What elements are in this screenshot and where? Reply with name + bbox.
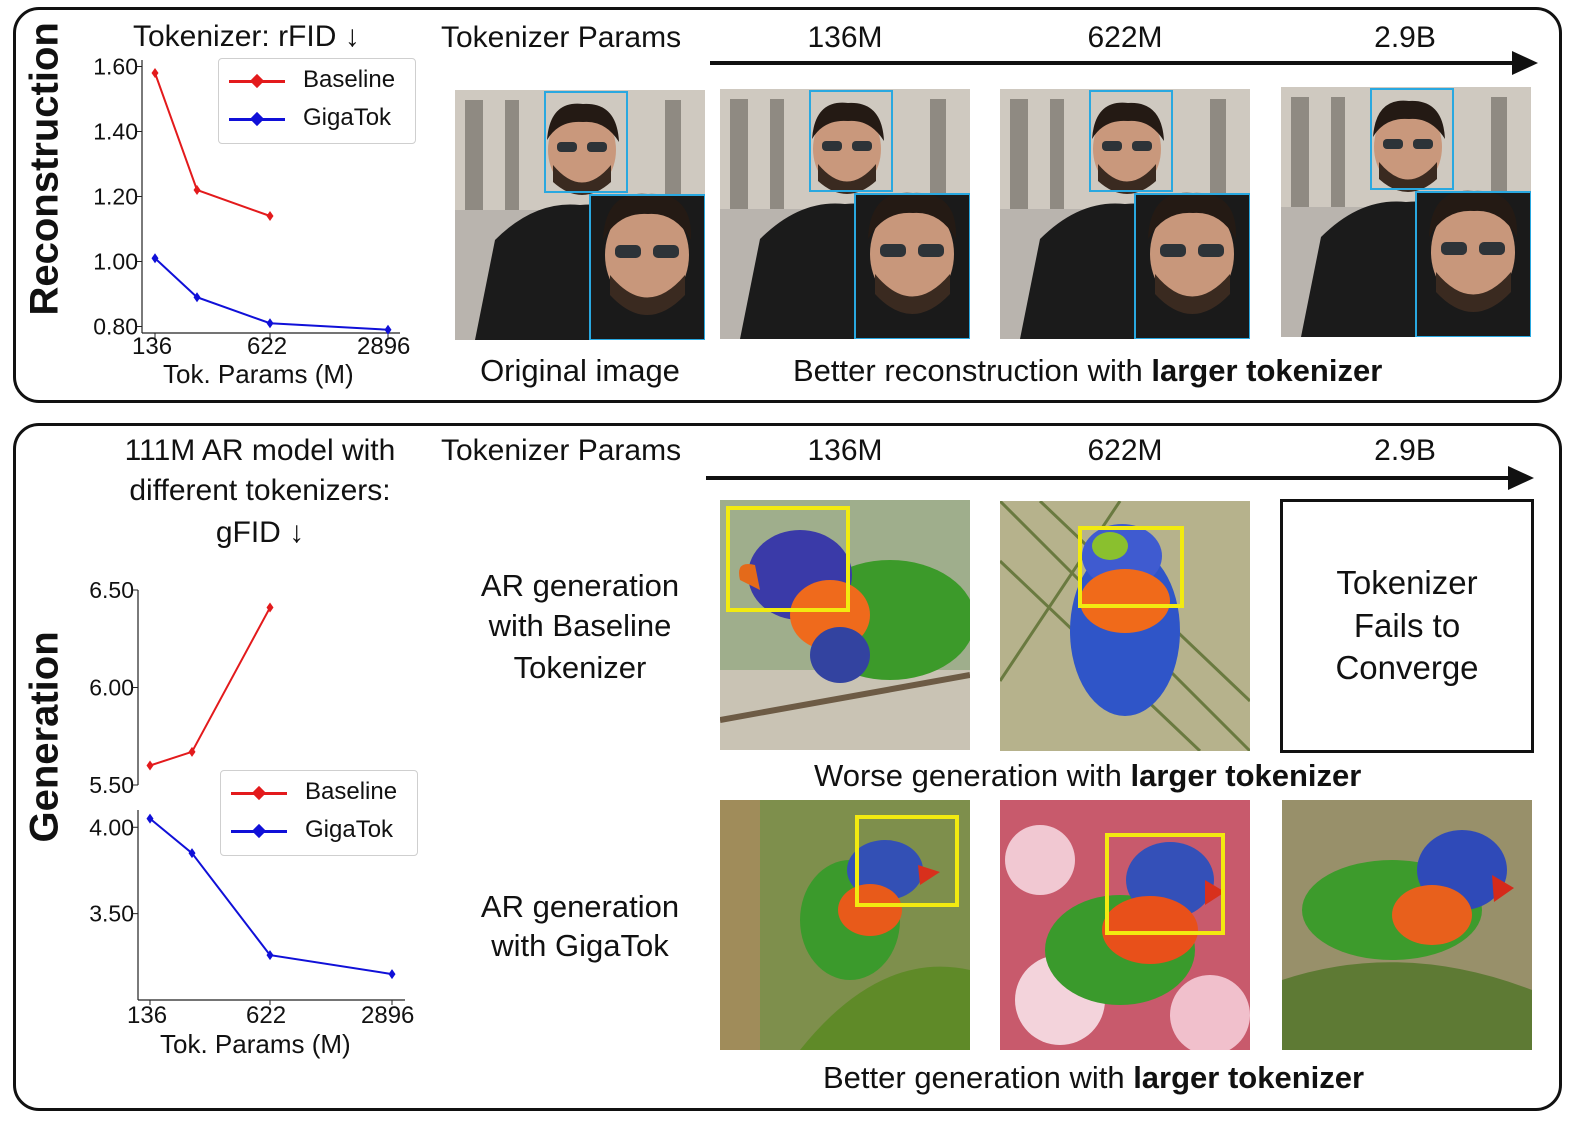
- rfid-point-gigatok: [384, 324, 392, 335]
- gen-scale-arrow: [706, 476, 1510, 480]
- gen-scale-arrow-head: [1508, 466, 1534, 490]
- gen-size-2-9b: 2.9B: [1374, 434, 1436, 467]
- gfid-point-baseline: [266, 602, 274, 613]
- rfid-marks: [151, 68, 392, 335]
- gfid-title-line1: 111M AR model with: [124, 434, 396, 467]
- rfid-ytick-label: 1.60: [93, 55, 138, 80]
- recon-136m-portrait-image: [720, 89, 970, 339]
- gfid-xlabel: Tok. Params (M): [160, 1029, 351, 1059]
- recon-size-2-9b: 2.9B: [1374, 21, 1436, 54]
- gigatok-136m-parrot-image: [720, 800, 970, 1050]
- rfid-point-gigatok: [266, 318, 274, 329]
- legend-baseline: Baseline: [221, 778, 417, 808]
- row2-label-line1: AR generation: [480, 889, 680, 924]
- gen-params-label: Tokenizer Params: [441, 434, 682, 467]
- gfid-xtick-2896: 2896: [361, 1002, 415, 1029]
- gigatok-2-9b-parrot-image: [1282, 800, 1532, 1050]
- rfid-point-gigatok: [193, 292, 201, 303]
- rfid-xtick-136: 136: [132, 333, 173, 360]
- rfid-ytick-label: 1.20: [93, 184, 138, 210]
- row1-label-line1: AR generation: [480, 568, 680, 603]
- gfid-series-baseline: [149, 607, 271, 767]
- recon-caption: Better reconstruction with larger tokeni…: [793, 353, 1383, 388]
- rfid-point-baseline: [193, 185, 201, 195]
- rfid-legend: Baseline GigaTok: [218, 58, 416, 144]
- rfid-point-gigatok: [151, 253, 159, 264]
- gfid-point-gigatok: [188, 848, 196, 859]
- gfid-point-gigatok: [266, 950, 274, 961]
- row1-label-line3: Tokenizer: [513, 650, 647, 685]
- gfid-point-gigatok: [146, 813, 154, 824]
- rfid-series-gigatok: [154, 257, 389, 331]
- gfid-title-line3: gFID ↓: [215, 516, 305, 549]
- rfid-xlabel: Tok. Params (M): [163, 359, 354, 389]
- gfid-series-gigatok: [149, 817, 393, 976]
- recon-size-622m: 622M: [1087, 21, 1163, 54]
- legend-baseline: Baseline: [219, 66, 415, 96]
- original-portrait-image: [455, 90, 705, 340]
- recon-622m-portrait-image: [1000, 89, 1250, 339]
- rfid-axes: 0.80 1.00 1.20 1.40 1.60: [93, 55, 400, 340]
- gfid-point-baseline: [188, 746, 196, 757]
- recon-params-label: Tokenizer Params: [441, 21, 682, 54]
- gigatok-622m-parrot-image: [1000, 800, 1250, 1050]
- gen-size-136m: 136M: [807, 434, 883, 467]
- gfid-title-line2: different tokenizers:: [129, 474, 391, 507]
- gfid-xtick-136: 136: [127, 1002, 168, 1029]
- legend-gigatok: GigaTok: [221, 816, 417, 846]
- legend-gigatok: GigaTok: [219, 104, 415, 134]
- rfid-point-baseline: [266, 211, 274, 221]
- gfid-axes: 5.50 6.00 6.50 3.50 4.00: [89, 577, 405, 1005]
- worse-generation-caption: Worse generation with larger tokenizer: [814, 758, 1362, 793]
- gfid-xtick-622: 622: [246, 1002, 287, 1029]
- rfid-xtick-622: 622: [247, 333, 288, 360]
- gfid-legend: Baseline GigaTok: [220, 770, 418, 856]
- gen-size-622m: 622M: [1087, 434, 1163, 467]
- row2-label-line2: with GigaTok: [491, 928, 669, 963]
- gfid-ytick-label: 4.00: [89, 814, 134, 840]
- rfid-ytick-label: 1.00: [93, 249, 138, 275]
- better-generation-caption: Better generation with larger tokenizer: [823, 1060, 1365, 1095]
- rfid-chart: 0.80 1.00 1.20 1.40 1.60: [93, 55, 400, 340]
- rfid-xtick-2896: 2896: [357, 333, 411, 360]
- original-image-caption: Original image: [480, 353, 680, 388]
- recon-size-136m: 136M: [807, 21, 883, 54]
- gfid-ytick-label: 3.50: [89, 901, 134, 927]
- gfid-ytick-label: 5.50: [89, 772, 134, 798]
- baseline-622m-parrot-image: [1000, 500, 1250, 752]
- recon-2-9b-portrait-image: [1281, 87, 1531, 337]
- baseline-136m-parrot-image: [720, 500, 970, 750]
- tokenizer-fails-box: Tokenizer Fails to Converge: [1280, 499, 1534, 753]
- gfid-ytick-label: 6.50: [89, 577, 134, 603]
- gfid-point-baseline: [146, 760, 154, 771]
- rfid-ytick-label: 1.40: [93, 119, 138, 145]
- recon-scale-arrow-head: [1512, 51, 1538, 75]
- gfid-ytick-label: 6.00: [89, 675, 134, 701]
- gfid-marks: [146, 602, 396, 980]
- rfid-ytick-label: 0.80: [93, 314, 138, 340]
- recon-scale-arrow: [710, 61, 1514, 65]
- gfid-chart: 5.50 6.00 6.50 3.50 4.00: [89, 577, 405, 1005]
- rfid-chart-title: Tokenizer: rFID ↓: [133, 20, 360, 53]
- gfid-point-gigatok: [388, 969, 396, 980]
- row1-label-line2: with Baseline: [488, 608, 672, 643]
- rfid-point-baseline: [151, 68, 159, 78]
